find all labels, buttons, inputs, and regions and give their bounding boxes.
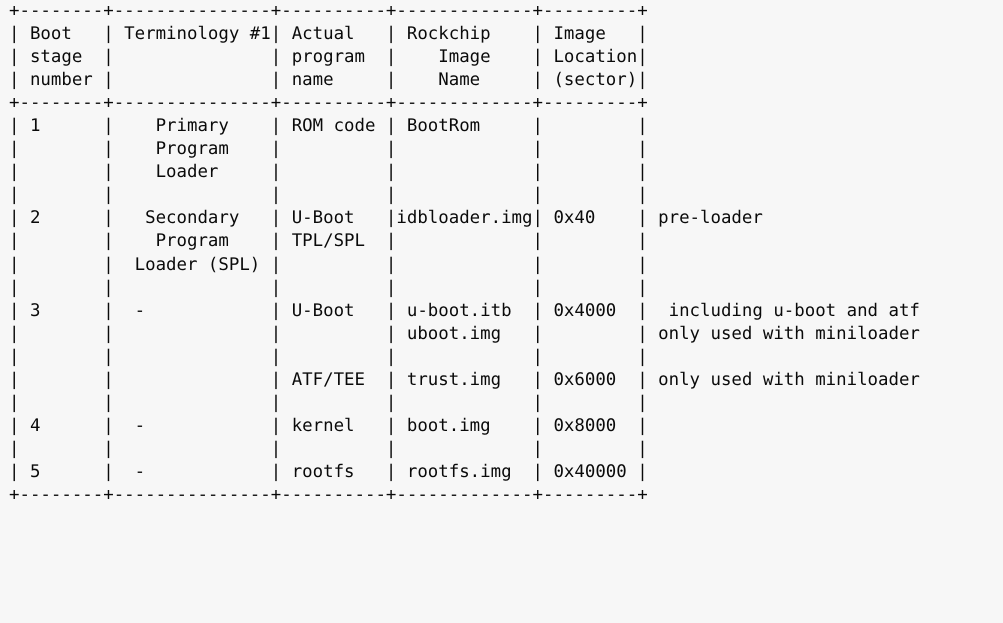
ascii-boot-stage-table: +--------+---------------+----------+---…: [9, 1, 920, 505]
